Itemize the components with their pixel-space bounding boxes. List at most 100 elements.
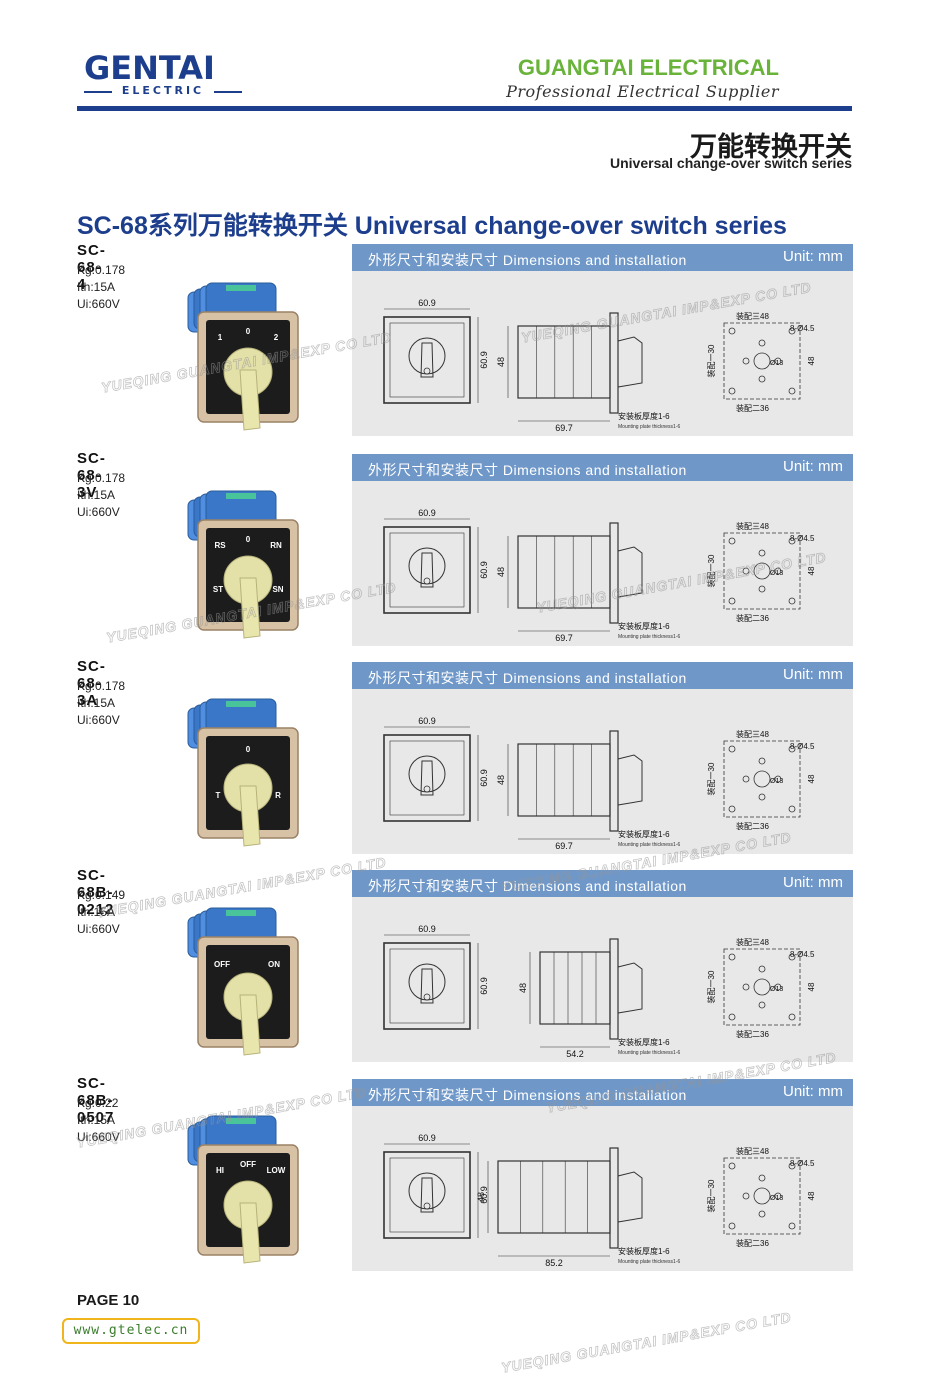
mount-hole xyxy=(758,585,766,593)
center-hole xyxy=(753,352,771,370)
spec-kg: Kg:0.178 xyxy=(77,471,126,485)
side-view-body xyxy=(539,951,611,1025)
body-height-label: 48 xyxy=(496,357,506,367)
front-height-label: 60.9 xyxy=(479,561,489,579)
spec-ui: Ui:660V xyxy=(77,505,120,519)
mount-hole xyxy=(758,1210,766,1218)
mount-hole-label: 8-Ø4.5 xyxy=(790,742,815,751)
position-label: OFF xyxy=(214,960,230,969)
spec-ui: Ui:660V xyxy=(77,297,120,311)
mounting-plate xyxy=(609,730,619,832)
spec-kg: Kg:0.178 xyxy=(77,679,126,693)
mounting-outline xyxy=(723,740,801,818)
plate-thickness-label: 安装板厚度1-6 xyxy=(618,621,670,631)
website-url: www.gtelec.cn xyxy=(73,1323,189,1338)
mount-hole-label: 8-Ø4.5 xyxy=(790,950,815,959)
position-label: OFF xyxy=(240,1160,256,1169)
center-hole xyxy=(753,562,771,580)
company-tagline: Professional Electrical Supplier xyxy=(506,82,779,101)
mount-hole xyxy=(758,375,766,383)
mount-hole xyxy=(788,745,796,753)
plate-thickness-label-en: Mounting plate thickness1-6 xyxy=(618,1050,680,1056)
center-hole-label: Ø13 xyxy=(770,360,783,367)
center-hole-label: Ø13 xyxy=(770,570,783,577)
mount-hole xyxy=(728,537,736,545)
depth-label: 69.7 xyxy=(555,423,573,433)
side-view-body xyxy=(497,1160,611,1234)
spec-ith: Ith:15A xyxy=(77,280,116,294)
mount-hole xyxy=(758,1174,766,1182)
position-label: 0 xyxy=(246,535,251,544)
mounting-plate xyxy=(609,312,619,414)
panel-title: 外形尺寸和安装尺寸 Dimensions and installation xyxy=(368,878,687,894)
spec-ith: Ith:15A xyxy=(77,696,116,710)
mount-left-label: 装配一30 xyxy=(706,970,716,1003)
mount-right-label: 48 xyxy=(807,566,816,575)
position-label: 0 xyxy=(246,327,251,336)
center-hole-label: Ø13 xyxy=(770,1195,783,1202)
position-label: RS xyxy=(214,541,226,550)
position-label: ON xyxy=(268,960,280,969)
body-height-label: 48 xyxy=(518,983,528,993)
body-height-label: 48 xyxy=(496,775,506,785)
spec-ith: Ith:15A xyxy=(77,488,116,502)
front-view-outline xyxy=(383,526,471,614)
mount-hole xyxy=(728,1013,736,1021)
side-view-knob xyxy=(617,546,643,598)
mount-hole xyxy=(788,327,796,335)
front-height-label: 60.9 xyxy=(479,1186,489,1204)
panel-title: 外形尺寸和安装尺寸 Dimensions and installation xyxy=(368,252,687,268)
depth-label: 69.7 xyxy=(555,633,573,643)
panel-title: 外形尺寸和安装尺寸 Dimensions and installation xyxy=(368,462,687,478)
panel-unit: Unit: mm xyxy=(783,1083,843,1100)
mount-hole xyxy=(728,1162,736,1170)
mount-hole xyxy=(728,745,736,753)
mount-right-label: 48 xyxy=(807,356,816,365)
mount-hole xyxy=(788,597,796,605)
mount-hole xyxy=(788,1222,796,1230)
product-photo: 102 xyxy=(187,282,299,431)
center-hole xyxy=(753,978,771,996)
position-label: HI xyxy=(216,1166,224,1175)
side-view-knob xyxy=(617,336,643,388)
mount-hole xyxy=(758,965,766,973)
mounting-plate xyxy=(609,522,619,624)
depth-label: 85.2 xyxy=(545,1258,563,1268)
panel-unit: Unit: mm xyxy=(783,458,843,475)
front-width-label: 60.9 xyxy=(418,298,436,308)
plate-thickness-label: 安装板厚度1-6 xyxy=(618,1246,670,1256)
side-view-knob xyxy=(617,1171,643,1223)
knob-handle xyxy=(239,785,261,847)
front-view-outline xyxy=(383,942,471,1030)
mounting-plate xyxy=(609,1147,619,1249)
plate-thickness-label: 安装板厚度1-6 xyxy=(618,411,670,421)
front-width-label: 60.9 xyxy=(418,508,436,518)
product-model: SC-68-3V xyxy=(77,450,106,501)
spec-ui: Ui:660V xyxy=(77,1130,120,1144)
website-link[interactable]: www.gtelec.cn xyxy=(62,1318,200,1344)
product-model: SC-68B-0507 xyxy=(77,1075,115,1126)
mount-hole-label: 8-Ø4.5 xyxy=(790,534,815,543)
front-view-outline xyxy=(383,734,471,822)
front-width-label: 60.9 xyxy=(418,924,436,934)
center-hole-label: Ø13 xyxy=(770,986,783,993)
plate-thickness-label-en: Mounting plate thickness1-6 xyxy=(618,842,680,848)
mount-hole xyxy=(758,1001,766,1009)
mount-hole-label: 8-Ø4.5 xyxy=(790,324,815,333)
mount-bottom-label: 装配二36 xyxy=(736,1029,769,1039)
mount-bottom-label: 装配二36 xyxy=(736,403,769,413)
mount-hole xyxy=(774,983,782,991)
mount-hole xyxy=(728,597,736,605)
position-label: ST xyxy=(213,585,223,594)
product-photo: OFF ON xyxy=(187,907,299,1056)
mount-top-label: 装配三48 xyxy=(736,1146,769,1156)
mount-hole xyxy=(774,1192,782,1200)
plate-thickness-label-en: Mounting plate thickness1-6 xyxy=(618,634,680,640)
position-label: SN xyxy=(272,585,283,594)
